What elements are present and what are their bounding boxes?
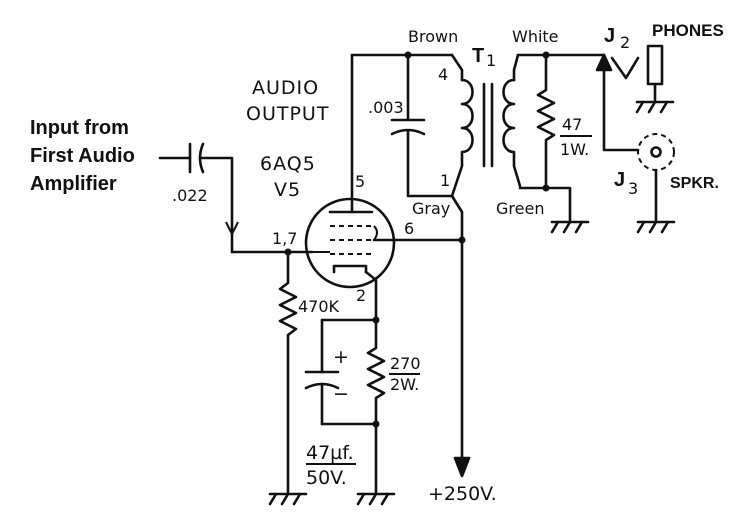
transformer-ref-sub: 1 [486,51,496,70]
primary-pin-1: 1 [440,171,450,190]
tube-v5 [304,53,464,322]
plate-pin-label: 5 [355,172,365,191]
secondary-ground-wire [544,186,572,222]
supply-line [453,238,471,478]
grid-resistor [278,250,298,494]
supply-voltage: +250V. [428,483,497,505]
wire-label-brown: Brown [408,27,458,46]
tube-ref-label: V5 [274,179,301,201]
cathode-cap-rating: 50V. [306,467,347,489]
ground-speaker [636,220,676,234]
phones-jack-ref-sub: 2 [620,33,630,52]
cathode-bypass-capacitor [304,318,340,426]
ground-phones [635,100,675,114]
load-resistor-rating: 1W. [560,140,589,159]
primary-to-bplus [450,194,464,242]
ground-secondary [550,220,590,234]
speaker-label: SPKR. [670,175,719,192]
grid-pin-label: 1,7 [272,229,297,248]
input-label-line3: Amplifier [30,173,117,195]
cathode-cap-minus: − [333,383,349,405]
input-label-line2: First Audio [30,145,135,167]
wire-label-gray: Gray [412,199,450,218]
cathode-resistor-rating: 2W. [390,375,419,394]
plate-cap-value: .003 [368,98,404,117]
wire-label-white: White [512,27,559,46]
cathode-cap-value: 47µf. [306,442,354,464]
phones-label: PHONES [652,21,724,40]
audio-output-line2: OUTPUT [246,103,329,125]
tube-type-label: 6AQ5 [260,153,316,175]
grid-resistor-value: 470K [298,297,340,316]
speaker-jack-ref-sub: 3 [628,179,638,198]
cathode-pin-label: 2 [356,286,366,305]
plate-capacitor [390,53,454,198]
screen-pin-label: 6 [404,219,414,238]
cathode-cap-plus: + [333,346,349,368]
ground-grid [268,492,308,506]
primary-pin-4: 4 [438,65,448,84]
speaker-jack-ref: J [614,169,625,191]
input-coupling-capacitor [158,142,239,254]
cathode-junction-bottom [372,420,380,428]
transformer-t1 [450,53,522,198]
coupling-cap-value: .022 [172,186,208,205]
audio-output-line1: AUDIO [252,77,319,99]
ground-cathode [356,492,396,506]
load-resistor [536,53,556,190]
wire-label-green: Green [496,199,544,218]
transformer-ref: T [472,45,484,67]
cathode-resistor-value: 270 [390,354,421,373]
cathode-resistor [366,318,386,494]
input-label-line1: Input from [30,117,129,139]
phones-jack-ref: J [604,25,615,47]
phones-jack [595,44,664,152]
speaker-jack [637,133,675,222]
load-resistor-value: 47 [562,115,582,134]
